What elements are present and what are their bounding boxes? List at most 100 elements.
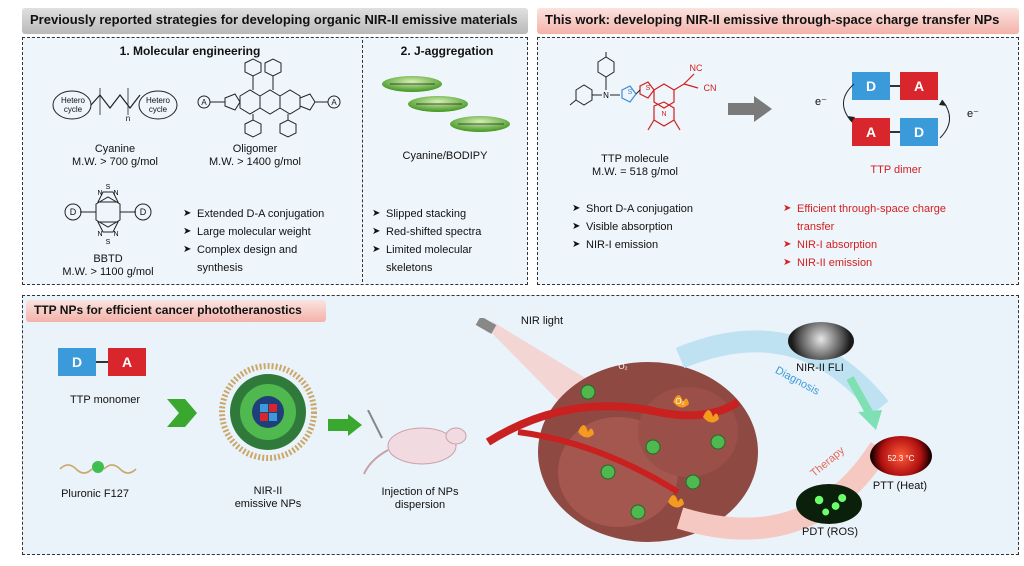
cyanine-label: Cyanine [94,143,136,155]
cyanine-structure [52,88,178,120]
ptt-label: PTT (Heat) [872,480,928,492]
cyano-label-nc: NC [689,63,703,73]
nir-ii-fli-image [788,322,854,360]
bullet-arrow-icon: ➤ [183,244,192,255]
monomer-acceptor: A [108,348,146,376]
bullet-arrow-icon: ➤ [183,208,192,219]
cyano-label-cn: CN [703,83,717,93]
process-arrow-icon [728,96,772,122]
green-arrow-icon [328,414,362,436]
dimer-donor-bottom: D [900,118,938,146]
ttp-dimer-label: TTP dimer [870,164,922,176]
cyanine-mw: M.W. > 700 g/mol [72,156,158,168]
bbtd-d-right: D [139,207,147,217]
svg-text:N: N [97,190,102,197]
svg-text:N: N [661,111,666,118]
ttp-molecule-mw: M.W. = 518 g/mol [592,166,678,178]
ttp-molecule-label: TTP molecule [601,153,669,165]
bullet-arrow-icon: ➤ [183,226,192,237]
oligomer-structure [197,58,341,138]
ttp-molecule-structure: N S S N [569,52,699,131]
heterocycle-left-label: Hetero cycle [60,96,85,114]
j-aggregation-bullets: ➤ Slipped stacking ➤ Red-shifted spectra ➤… [372,205,522,277]
pdt-label: PDT (ROS) [801,526,859,538]
bullet-text: Short D-A conjugation [586,203,694,215]
ttp-monomer-label: TTP monomer [69,394,141,406]
ttp-bullets-red: ➤ Efficient through-space charge transfer… [783,200,983,272]
tumor-illustration [485,362,758,542]
oligomer-label: Oligomer [232,143,278,155]
bbtd-structure: S N N N N S [64,184,152,246]
oligomer-a-right: A [331,98,337,107]
bullet-text: Slipped stacking [386,208,467,220]
o2-label: O₂ [618,362,628,371]
dimer-donor-top: D [852,72,890,100]
ttp-bullets-black: ➤ Short D-A conjugation ➤ Visible absorpti… [572,200,742,254]
previous-strategies-panel [22,37,528,285]
electron-label-left: e⁻ [815,96,827,108]
previous-strategies-title: Previously reported strategies for devel… [22,8,528,34]
nir-ii-fli-label: NIR-II FLI [796,362,844,374]
oligomer-mw: M.W. > 1400 g/mol [208,156,301,168]
green-arrow-icon [167,399,197,427]
cyanine-bodipy-label: Cyanine/BODIPY [402,150,488,162]
electron-label-right: e⁻ [967,108,979,120]
phototheranostics-title: TTP NPs for efficient cancer phototheran… [26,300,326,322]
n-subscript: n [125,114,131,123]
bullet-text: NIR-I absorption [797,239,878,251]
dimer-linker-top [890,85,900,87]
molecular-engineering-heading: 1. Molecular engineering [119,44,261,58]
svg-text:S: S [646,85,651,92]
bullet-text: Red-shifted spectra [386,226,482,238]
monomer-linker [96,361,108,363]
bullet-text: Limited molecular skeletons [386,244,473,274]
pdt-cell-image [796,484,862,524]
bullet-text: Large molecular weight [197,226,311,238]
svg-text:N: N [603,91,609,100]
dimer-acceptor-top: A [900,72,938,100]
j-aggregation-heading: 2. J-aggregation [400,44,494,58]
j-aggregation-ellipses [382,76,510,132]
svg-text:N: N [113,231,118,238]
bullet-arrow-icon: ➤ [783,203,792,214]
injection-label: Injection of NPs dispersion [381,486,459,511]
dimer-linker-bottom [890,131,900,133]
bullet-arrow-icon: ➤ [372,208,381,219]
bullet-text: Complex design and synthesis [197,244,298,274]
this-work-panel [537,37,1019,285]
bullet-arrow-icon: ➤ [572,239,581,250]
bullet-text: Extended D-A conjugation [197,208,325,220]
bullet-text: Efficient through-space charge transfer [797,203,946,233]
ptt-temperature: 52.3 °C [887,454,915,463]
electron-transfer-arrows [843,83,950,139]
bbtd-mw: M.W. > 1100 g/mol [62,266,154,278]
dimer-acceptor-bottom: A [852,118,890,146]
molecular-engineering-bullets: ➤ Extended D-A conjugation ➤ Large molecul… [183,205,353,277]
bullet-arrow-icon: ➤ [572,221,581,232]
monomer-donor: D [58,348,96,376]
bbtd-label: BBTD [93,253,123,265]
bullet-text: NIR-I emission [586,239,659,251]
pluronic-label: Pluronic F127 [61,488,129,500]
bullet-arrow-icon: ➤ [783,239,792,250]
bullet-arrow-icon: ➤ [372,244,381,255]
bullet-text: Visible absorption [586,221,673,233]
heterocycle-right-label: Hetero cycle [145,96,170,114]
this-work-title: This work: developing NIR-II emissive th… [537,8,1019,34]
mouse-illustration [363,410,467,475]
o2-label: O₂ [675,397,685,406]
bullet-arrow-icon: ➤ [783,257,792,268]
bullet-arrow-icon: ➤ [372,226,381,237]
nir-light-label: NIR light [520,315,564,327]
bbtd-d-left: D [69,207,77,217]
svg-text:S: S [106,184,111,191]
pluronic-structure [59,461,137,474]
svg-text:N: N [97,231,102,238]
ptt-thermal-image [870,436,932,476]
oligomer-a-left: A [201,98,207,107]
svg-text:N: N [113,190,118,197]
bullet-arrow-icon: ➤ [572,203,581,214]
bullet-text: NIR-II emission [797,257,873,269]
svg-text:S: S [628,89,633,96]
svg-text:S: S [106,239,111,246]
